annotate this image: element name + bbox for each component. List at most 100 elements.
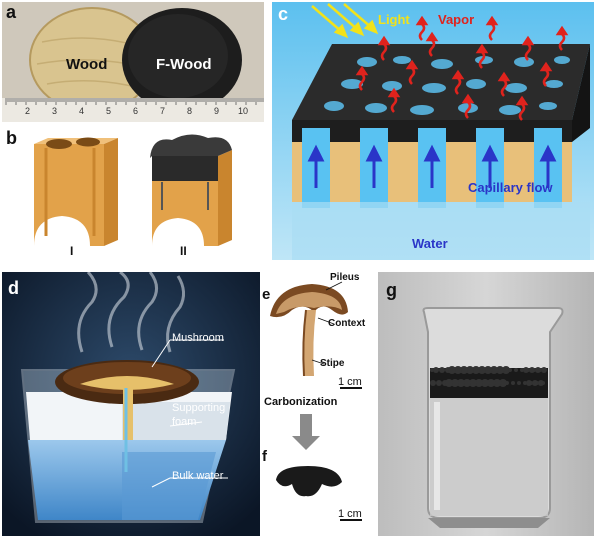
vapor-arrow-head <box>451 69 465 80</box>
ruler-num: 10 <box>238 106 249 116</box>
particle <box>496 368 500 372</box>
label-II: II <box>180 244 187 258</box>
particle <box>430 380 436 386</box>
ruler-num: 2 <box>25 106 31 116</box>
particle <box>502 368 506 372</box>
vapor-arrow-head <box>497 71 511 82</box>
particle <box>520 368 524 372</box>
ruler-num: 5 <box>106 106 112 116</box>
particle <box>535 367 541 373</box>
vapor-arrow-head <box>355 65 369 76</box>
particle <box>463 379 471 387</box>
vapor-arrow-head <box>415 15 429 26</box>
scale-label-f: 1 cm <box>338 508 362 520</box>
vapor-arrow <box>358 70 366 91</box>
particle <box>514 368 518 372</box>
carbonized-mushroom <box>276 466 342 497</box>
panel-a: a Wood F-Wood 2 3 4 5 6 7 8 9 10 <box>2 2 264 122</box>
particle <box>478 366 486 374</box>
vapor-arrow-head <box>425 31 439 42</box>
panel-g-photo <box>378 272 594 536</box>
wood-channel-diagram <box>34 137 118 247</box>
particle <box>499 381 503 385</box>
particle <box>487 381 491 385</box>
ruler-num: 6 <box>133 106 139 116</box>
vapor-arrow <box>418 20 426 41</box>
particle <box>469 379 477 387</box>
particle <box>517 381 521 385</box>
capillary-arrow-head <box>307 144 325 162</box>
vapor-arrow <box>524 40 532 61</box>
particle <box>484 366 492 374</box>
panel-ef-diagram <box>270 281 362 521</box>
ruler-numbers: 2 3 4 5 6 7 8 9 10 <box>2 106 264 120</box>
particle <box>475 379 483 387</box>
ruler-num: 8 <box>187 106 193 116</box>
ruler-num: 7 <box>160 106 166 116</box>
vapor-arrow-head <box>405 59 419 70</box>
particle <box>460 366 468 374</box>
fwood-label: F-Wood <box>156 56 212 73</box>
panel-b-diagram <box>34 134 232 247</box>
vapor-arrow <box>454 74 462 95</box>
capillary-arrow-head <box>365 144 383 162</box>
particle <box>526 380 532 386</box>
capillary-arrows <box>307 144 557 188</box>
foam-label-1: Supporting <box>172 402 226 414</box>
particle <box>430 368 434 372</box>
vapor-arrow <box>390 92 398 113</box>
panel-label-g: g <box>386 280 397 300</box>
panel-c: c Light Vapor Capillary flow Water <box>272 2 594 260</box>
vapor-arrows <box>355 15 569 121</box>
particle <box>466 366 474 374</box>
panel-b: b I II <box>2 126 264 260</box>
light-label: Light <box>378 12 410 27</box>
panel-label-a: a <box>6 2 17 22</box>
ruler-num: 9 <box>214 106 220 116</box>
fwood-channel-diagram <box>150 134 232 246</box>
panel-c-diagram <box>272 2 594 260</box>
mushroom-cross-section <box>270 284 348 377</box>
particle <box>532 380 538 386</box>
vapor-arrow-head <box>475 43 489 54</box>
panel-d-diagram <box>2 272 260 536</box>
vapor-arrow-head <box>387 87 401 98</box>
panel-label-b: b <box>6 128 17 148</box>
vapor-arrow <box>478 48 486 69</box>
stipe-label: Stipe <box>320 358 345 369</box>
particle <box>523 381 527 385</box>
pileus-label: Pileus <box>330 272 360 283</box>
label-I: I <box>70 244 74 258</box>
scale-label-e: 1 cm <box>338 376 362 388</box>
particle <box>490 368 494 372</box>
particle <box>493 381 497 385</box>
mushroom-label: Mushroom <box>172 332 224 344</box>
vapor-arrow <box>488 20 496 41</box>
vapor-arrow-head <box>539 61 553 72</box>
wood-label: Wood <box>66 56 108 73</box>
foam-label-2: foam <box>172 416 197 428</box>
particle <box>433 367 439 373</box>
particle <box>436 380 442 386</box>
water-label: Water <box>412 236 448 251</box>
vapor-arrow <box>542 66 550 87</box>
vapor-arrow <box>464 98 472 119</box>
vapor-label: Vapor <box>438 12 475 27</box>
particle <box>451 379 459 387</box>
capillary-label: Capillary flow <box>468 180 553 195</box>
capillary-arrow-head <box>481 144 499 162</box>
vapor-arrow <box>518 100 526 121</box>
steam <box>77 272 185 353</box>
vapor-arrow-head <box>485 15 499 26</box>
vapor-arrow-head <box>515 95 529 106</box>
carbonization-arrow <box>292 414 320 450</box>
panel-g: g <box>378 272 594 536</box>
vapor-arrow <box>428 36 436 57</box>
carbonization-label: Carbonization <box>264 396 338 408</box>
particle <box>472 366 480 374</box>
panel-label-d: d <box>8 278 19 298</box>
panel-label-f: f <box>262 448 267 465</box>
particle <box>454 366 462 374</box>
vapor-arrow <box>380 40 388 61</box>
particle <box>448 366 456 374</box>
